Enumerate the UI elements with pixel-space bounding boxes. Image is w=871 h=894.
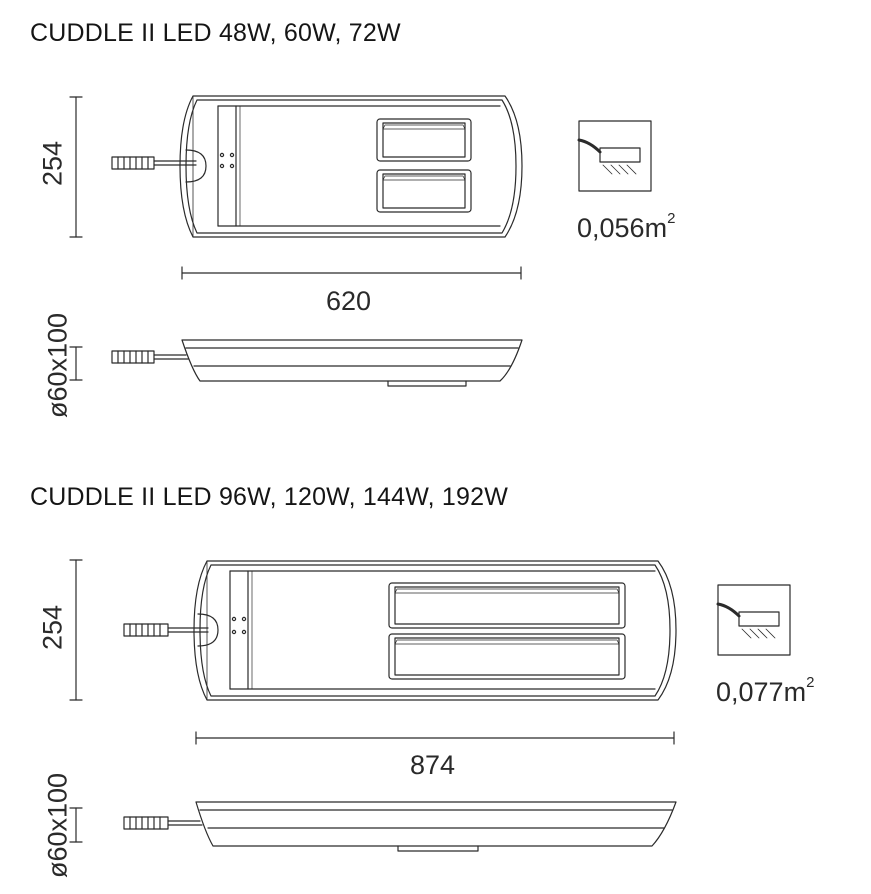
luminaire-side-view-small [69, 339, 523, 387]
height-dimension-line-large [69, 559, 83, 701]
length-dimension-large: 874 [410, 750, 456, 780]
wind-area-small: 0,056m2 [577, 210, 676, 243]
connection-box-icon-large [716, 584, 791, 656]
length-dimension-line-small [181, 266, 522, 280]
product-title-small: CUDDLE II LED 48W, 60W, 72W [30, 19, 401, 47]
luminaire-top-view-small [111, 95, 523, 238]
length-dimension-line-large [195, 731, 675, 745]
height-dimension-line-small [69, 96, 83, 238]
luminaire-side-view-large [69, 801, 677, 852]
luminaire-top-view-large [123, 560, 677, 701]
connection-box-icon-small [577, 120, 652, 192]
product-title-large: CUDDLE II LED 96W, 120W, 144W, 192W [30, 483, 509, 511]
length-dimension-small: 620 [326, 286, 372, 316]
wind-area-large: 0,077m2 [716, 674, 815, 707]
